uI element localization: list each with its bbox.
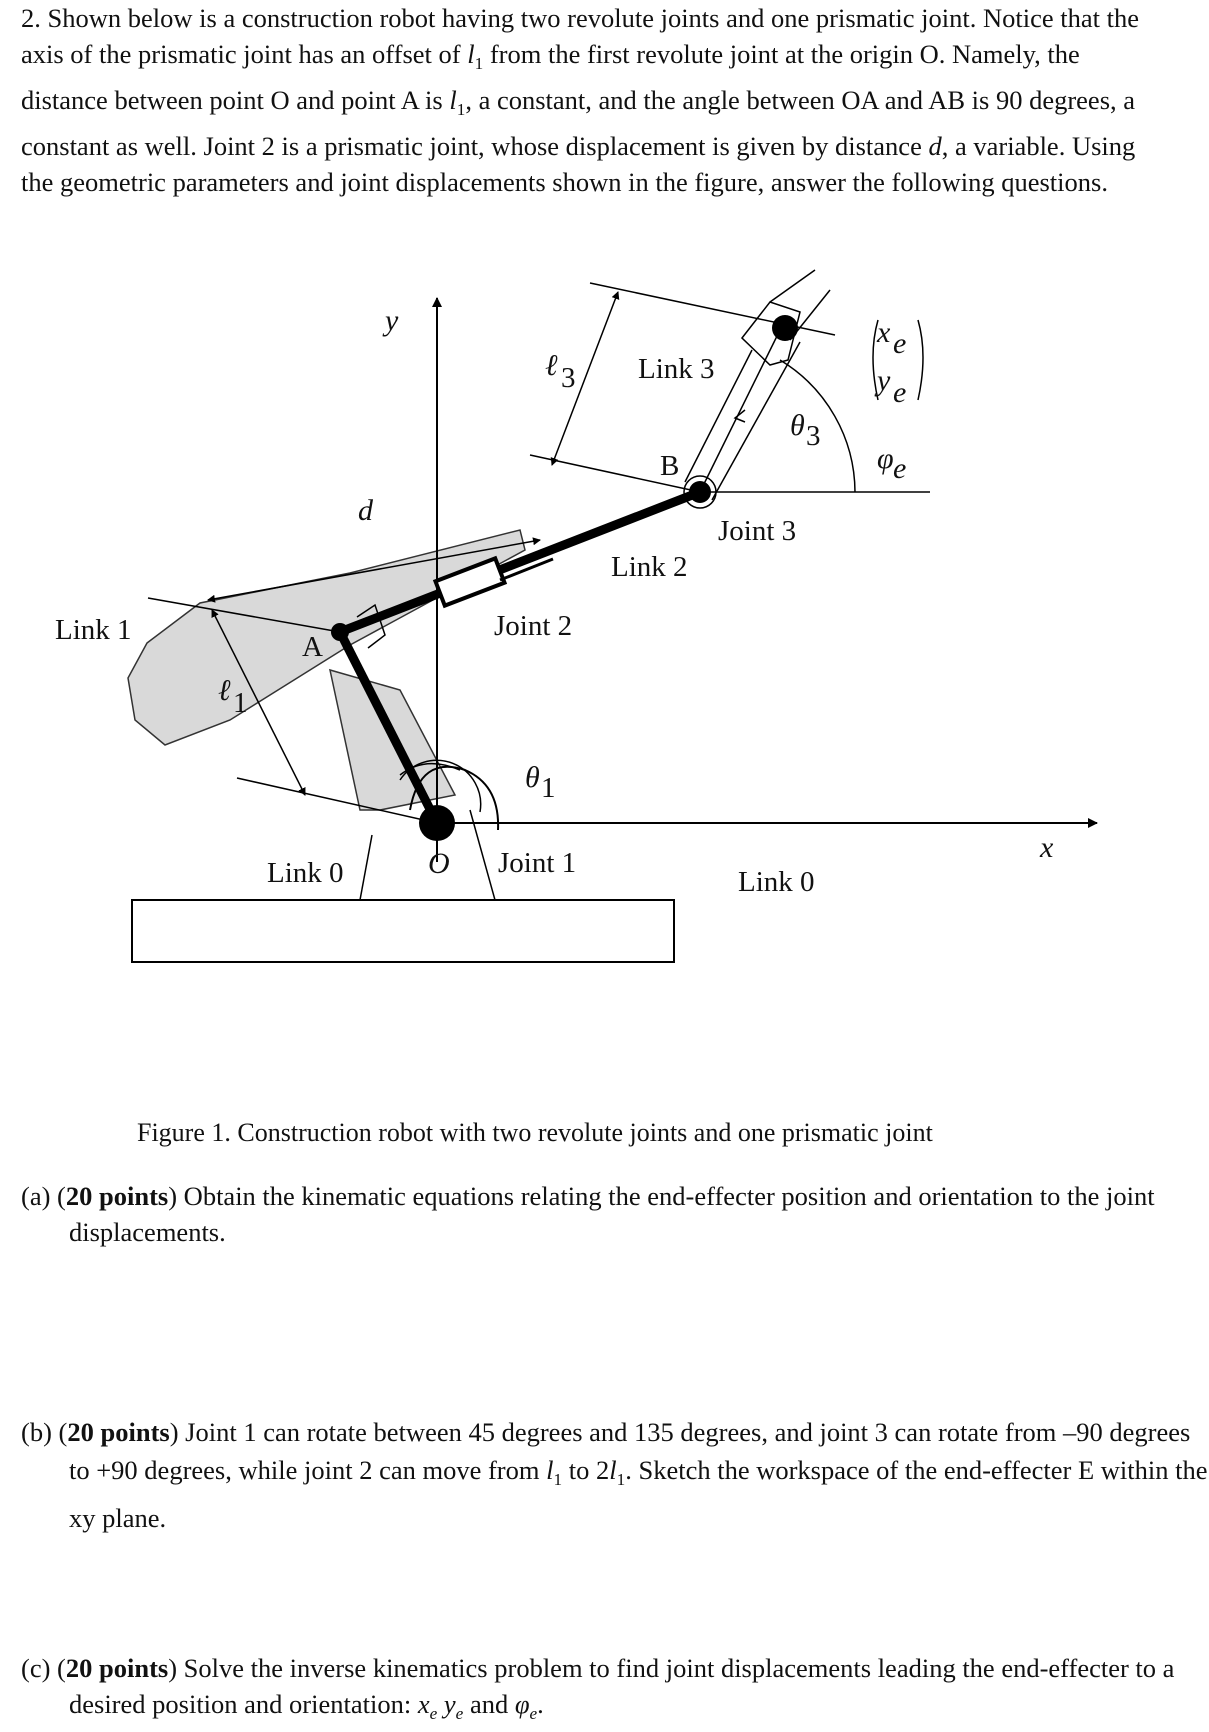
question-c-end: . [537, 1689, 544, 1719]
question-c-points: 20 points [65, 1653, 169, 1683]
link2-label: Link 2 [611, 551, 688, 583]
intro-text-3: , a constant, and the angle between OA a… [21, 85, 1136, 162]
theta1-label: θ [525, 761, 540, 794]
point-b-label: B [660, 450, 679, 482]
robot-figure: y x O Link 1 Link 0 Link 0 Link 2 Link 3… [55, 269, 1098, 963]
l3-subscript: 3 [561, 362, 576, 394]
ye-subscript: e [893, 376, 906, 409]
question-c: (c) (20 points) Solve the inverse kinema… [21, 1650, 1209, 1732]
question-b-text-1: ) Joint 1 can rotate between 45 degrees … [69, 1417, 1191, 1485]
d-label: d [358, 494, 374, 527]
subscript: 1 [553, 1470, 563, 1490]
subscript-e: e [529, 1704, 538, 1724]
intro-text-4: , a variable. Using the geometric parame… [21, 131, 1136, 198]
l3-label: ℓ [545, 349, 558, 382]
question-b: (b) (20 points) Joint 1 can rotate betwe… [21, 1413, 1209, 1537]
link1-label: Link 1 [55, 614, 132, 646]
question-b-text-2: . Sketch the workspace of the end-effect… [69, 1455, 1208, 1534]
theta3-subscript: 3 [806, 420, 821, 452]
question-c-prefix: (c) ( [21, 1653, 66, 1683]
subscript-e: e [455, 1704, 464, 1724]
symbol-d: d [928, 131, 942, 162]
question-b-to: to [562, 1455, 596, 1485]
theta3-arc [779, 359, 856, 493]
x-axis-label: x [1039, 831, 1054, 864]
symbol-l: l [467, 39, 475, 69]
l3-dimension [550, 291, 620, 466]
phie-subscript: e [893, 452, 906, 485]
l1-label: ℓ [218, 674, 231, 707]
link0-right-label: Link 0 [738, 866, 815, 898]
question-a: (a) (20 points) Obtain the kinematic equ… [21, 1178, 1209, 1250]
y-axis-label: y [382, 304, 399, 337]
intro-text-1: 2. Shown below is a construction robot h… [21, 3, 1139, 69]
figure-caption: Figure 1. Construction robot with two re… [137, 1118, 933, 1147]
phie-label: φ [877, 442, 894, 475]
subscript: 1 [616, 1470, 626, 1490]
symbol-l: l [546, 1455, 554, 1485]
subscript: 1 [474, 54, 484, 74]
ye-label: y [874, 364, 891, 397]
link3-label: Link 3 [638, 353, 715, 385]
symbol-x: x [417, 1689, 430, 1719]
intro-text-2: from the first revolute joint at the ori… [21, 39, 1080, 116]
xe-label: x [876, 316, 891, 349]
question-b-two: 2 [595, 1455, 610, 1485]
problem-statement: 2. Shown below is a construction robot h… [21, 0, 1161, 200]
point-a-label: A [302, 631, 323, 663]
joint3-label: Joint 3 [718, 515, 796, 547]
subscript-e: e [429, 1704, 438, 1724]
d-dimension [207, 537, 541, 603]
question-a-points: 20 points [65, 1181, 169, 1211]
theta3-label: θ [790, 409, 805, 442]
joint2-label: Joint 2 [494, 610, 572, 642]
end-effector-dot [772, 315, 798, 341]
question-c-text: ) Solve the inverse kinematics problem t… [69, 1653, 1175, 1719]
link1-body [127, 529, 526, 746]
link0-left-label: Link 0 [267, 857, 344, 889]
xe-subscript: e [893, 327, 906, 360]
question-a-text: ) Obtain the kinematic equations relatin… [69, 1181, 1155, 1247]
symbol-l: l [609, 1455, 617, 1485]
question-a-prefix: (a) ( [21, 1181, 66, 1211]
symbol-y: y [443, 1689, 456, 1719]
symbol-l: l [449, 85, 457, 116]
theta1-arc [399, 759, 482, 813]
subscript: 1 [456, 100, 466, 120]
joint1-label: Joint 1 [498, 847, 576, 879]
l1-dimension [211, 609, 306, 796]
symbol-phi: φ [514, 1689, 530, 1719]
question-b-points: 20 points [67, 1417, 170, 1447]
question-c-and: and [463, 1689, 515, 1719]
l1-subscript: 1 [233, 687, 248, 719]
theta1-subscript: 1 [541, 772, 556, 804]
base-platform [131, 899, 675, 963]
origin-label: O [428, 847, 450, 880]
question-b-prefix: (b) ( [21, 1417, 68, 1447]
